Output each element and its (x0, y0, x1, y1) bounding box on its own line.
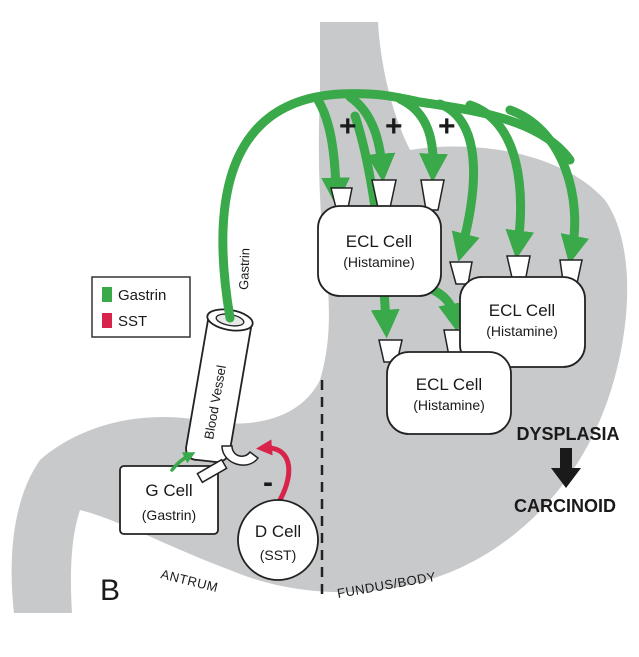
g-cell: G Cell (Gastrin) (119, 465, 219, 535)
gastrin-arrow-to-ecl2-b (465, 100, 535, 260)
gastrin-arrow-to-ecl1-a (313, 95, 351, 207)
ecl-cell-2-body (459, 276, 586, 368)
ecl-cell-3-product: (Histamine) (413, 397, 485, 413)
plus-sign-1: + (339, 110, 357, 143)
sst-receptor-icon (196, 445, 260, 484)
ecl-cell-1: ECL Cell (Histamine) (317, 205, 442, 297)
blood-vessel: Blood Vessel (185, 308, 254, 463)
ecl-cell-1-product: (Histamine) (343, 254, 415, 270)
legend-label-sst: SST (118, 313, 147, 330)
legend: Gastrin SST (91, 276, 191, 338)
antrum-label: ANTRUM (159, 566, 219, 595)
ecl-cell-3-body (386, 351, 512, 435)
gastrin-trunk-arrow (218, 89, 575, 323)
progression: DYSPLASIA CARCINOID (514, 424, 620, 516)
gastrin-arrow-to-ecl1-b (345, 92, 396, 183)
ecl-cell-2-product: (Histamine) (486, 323, 558, 339)
ecl-cell-3-title: ECL Cell (416, 375, 482, 394)
gastrin-release-arrow (170, 452, 196, 472)
plus-sign-2: + (385, 110, 403, 143)
d-cell-body (237, 499, 319, 581)
legend-swatch-sst (102, 313, 112, 328)
ecl-cell-1-body (317, 205, 442, 297)
ecl-cell-2: ECL Cell (Histamine) (459, 276, 586, 368)
carcinoid-label: CARCINOID (514, 496, 616, 516)
ecl-cell-3: ECL Cell (Histamine) (386, 351, 512, 435)
panel-letter: B (100, 574, 120, 607)
legend-label-gastrin: Gastrin (118, 287, 166, 304)
d-cell: D Cell (SST) (237, 499, 319, 581)
gastrin-arrow-to-ecl1-c (395, 94, 448, 183)
d-cell-title: D Cell (255, 522, 301, 541)
plus-sign-3: + (438, 110, 456, 143)
ecl-cell-2-title: ECL Cell (489, 301, 555, 320)
receptor-icon (420, 179, 445, 211)
d-cell-product: (SST) (260, 547, 297, 563)
g-cell-title: G Cell (145, 481, 192, 500)
legend-swatch-gastrin (102, 287, 112, 302)
gastrin-signal-label: Gastrin (236, 248, 252, 290)
minus-sign: - (263, 466, 273, 499)
g-cell-body (119, 465, 219, 535)
ecl-cell-1-title: ECL Cell (346, 232, 412, 251)
sst-inhibition-arrow (256, 439, 292, 503)
progression-arrow (551, 448, 581, 488)
gastrin-arrow-to-ecl2-a (435, 99, 480, 262)
gastrin-arrow-to-ecl2-c (505, 105, 589, 265)
g-cell-product: (Gastrin) (142, 507, 196, 523)
dysplasia-label: DYSPLASIA (516, 424, 619, 444)
